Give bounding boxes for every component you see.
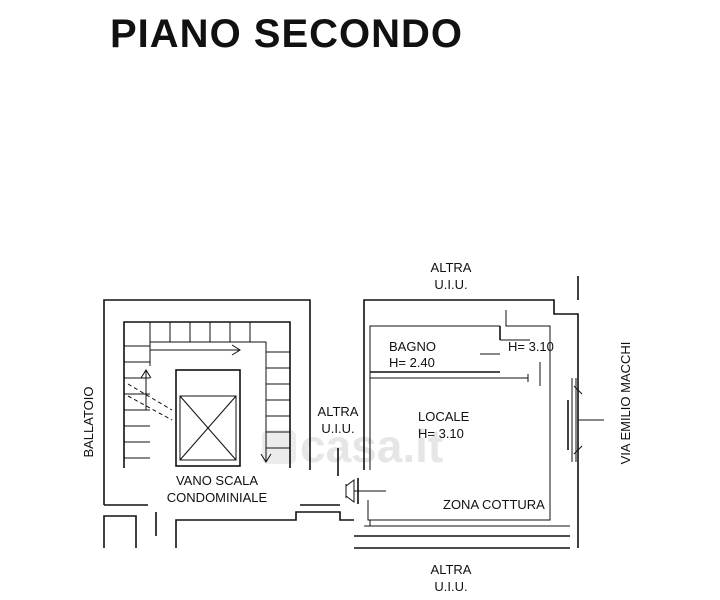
label-altra-top: ALTRA — [431, 260, 472, 275]
label-uiu-bottom: U.I.U. — [434, 579, 467, 594]
room-label-locale: LOCALE — [418, 409, 470, 424]
label-street-name: VIA EMILIO MACCHI — [618, 342, 633, 465]
label-ballatoio: BALLATOIO — [81, 386, 96, 457]
stair-direction-arrow — [140, 344, 272, 463]
label-vano-scala: VANO SCALA — [176, 473, 258, 488]
label-uiu-mid: U.I.U. — [321, 421, 354, 436]
room-height-locale: H= 3.10 — [418, 426, 464, 441]
label-altra-bottom: ALTRA — [431, 562, 472, 577]
label-uiu-top: U.I.U. — [434, 277, 467, 292]
watermark-text: casa.it — [300, 420, 443, 472]
stairwell — [103, 299, 340, 506]
plan-title: PIANO SECONDO — [110, 12, 463, 56]
entry-door — [337, 448, 386, 504]
lower-left-walls — [103, 511, 354, 548]
room-label-bagno: BAGNO — [389, 339, 436, 354]
room-height-corridor: H= 3.10 — [508, 339, 554, 354]
apartment-unit — [337, 276, 604, 549]
room-height-bagno: H= 2.40 — [389, 355, 435, 370]
room-label-zona-cottura: ZONA COTTURA — [443, 497, 545, 512]
label-altra-mid: ALTRA — [318, 404, 359, 419]
street-window — [567, 378, 604, 462]
stair-steps-top — [149, 322, 251, 342]
label-condominiale: CONDOMINIALE — [167, 490, 268, 505]
stair-steps-right — [266, 351, 290, 449]
